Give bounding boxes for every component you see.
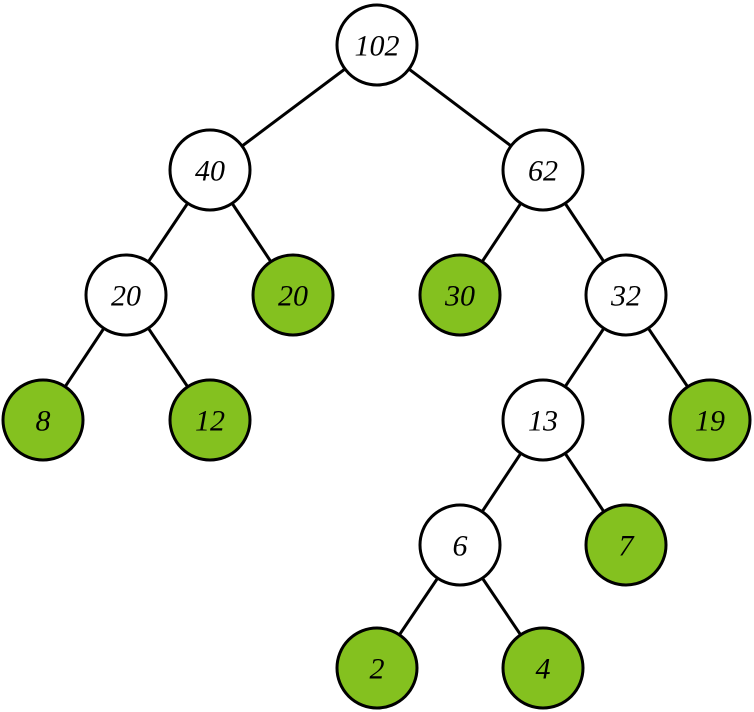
- internal-node-62: 62: [501, 128, 585, 212]
- node-label: 8: [36, 405, 51, 438]
- node-label: 4: [536, 653, 551, 686]
- leaf-node-8: 8: [1, 378, 85, 462]
- leaf-node-30: 30: [418, 253, 502, 337]
- internal-node-102: 102: [335, 3, 419, 87]
- node-label: 62: [528, 155, 558, 188]
- node-circle: [501, 378, 585, 462]
- node-circle: [335, 3, 419, 87]
- leaf-node-19: 19: [668, 378, 752, 462]
- leaf-node-12: 12: [168, 378, 252, 462]
- node-label: 19: [695, 405, 725, 438]
- node-circle: [584, 503, 668, 587]
- node-label: 32: [610, 280, 641, 313]
- node-label: 20: [278, 280, 308, 313]
- internal-node-40: 40: [168, 128, 252, 212]
- node-label: 6: [453, 530, 468, 563]
- node-circle: [84, 253, 168, 337]
- leaf-node-2: 2: [335, 626, 419, 710]
- node-circle: [418, 503, 502, 587]
- node-circle: [501, 128, 585, 212]
- node-circle: [251, 253, 335, 337]
- node-circle: [501, 626, 585, 710]
- node-label: 7: [619, 530, 636, 563]
- node-circle: [168, 378, 252, 462]
- node-label: 12: [195, 405, 225, 438]
- node-label: 13: [528, 405, 558, 438]
- internal-node-20: 20: [84, 253, 168, 337]
- node-circle: [418, 253, 502, 337]
- node-label: 2: [370, 653, 385, 686]
- leaf-node-7: 7: [584, 503, 668, 587]
- internal-node-6: 6: [418, 503, 502, 587]
- node-label: 20: [111, 280, 141, 313]
- node-circle: [335, 626, 419, 710]
- tree-nodes: 102 40 62 20 20 30 32 8 12 13 19 6 7 2 4: [1, 3, 752, 710]
- node-label: 102: [355, 30, 400, 63]
- leaf-node-20: 20: [251, 253, 335, 337]
- node-circle: [584, 253, 668, 337]
- node-label: 40: [195, 155, 225, 188]
- node-circle: [668, 378, 752, 462]
- internal-node-32: 32: [584, 253, 668, 337]
- node-circle: [168, 128, 252, 212]
- internal-node-13: 13: [501, 378, 585, 462]
- node-circle: [1, 378, 85, 462]
- leaf-node-4: 4: [501, 626, 585, 710]
- node-label: 30: [444, 280, 475, 313]
